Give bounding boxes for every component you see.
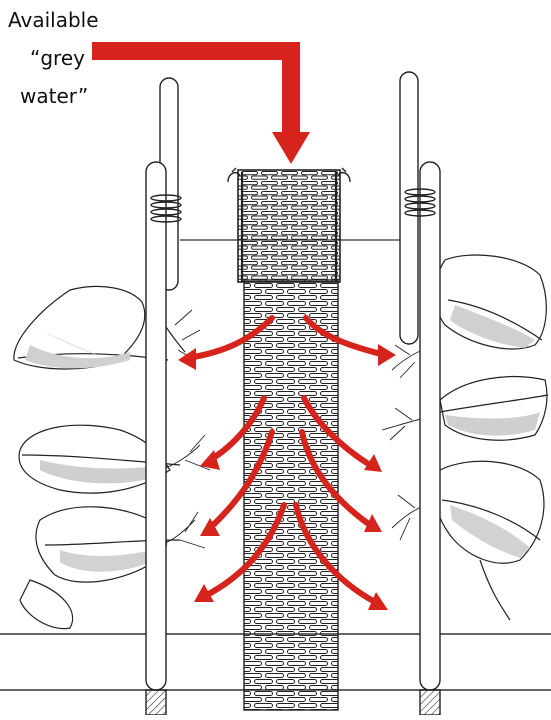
vertical-support-pole — [146, 78, 181, 715]
leafy-plant-icon — [14, 286, 210, 628]
vertical-support-pole — [400, 72, 440, 715]
label-water: water” — [20, 84, 88, 108]
label-grey: “grey — [30, 46, 85, 70]
inflow-arrow — [92, 42, 310, 164]
label-available: Available — [8, 8, 99, 32]
